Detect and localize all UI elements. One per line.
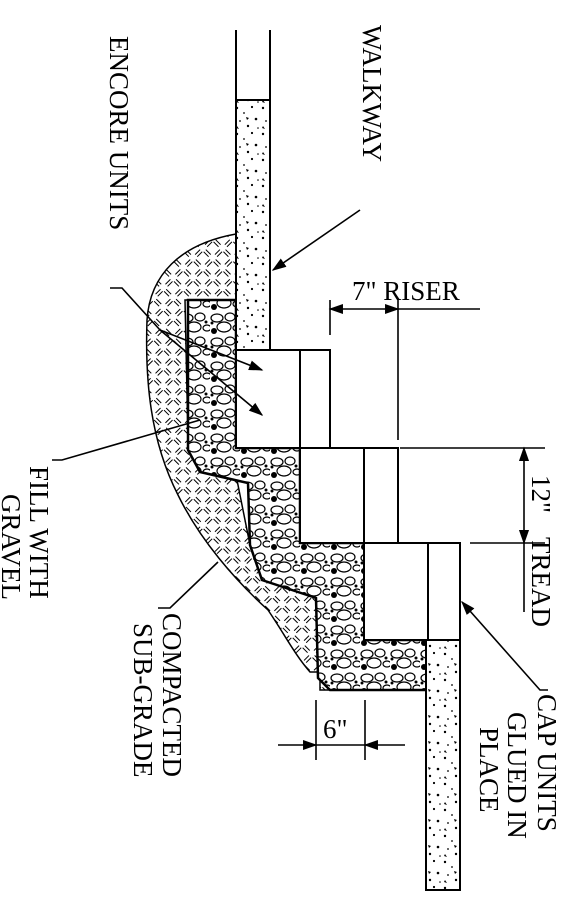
label-walkway: WALKWAY [357,25,387,162]
cap-unit-3 [427,542,461,641]
cap-unit-2 [363,447,399,544]
cap-unit-1 [299,349,331,449]
label-cap-line1: CAP UNITS [532,694,562,832]
label-compacted-line2: SUB-GRADE [128,623,158,778]
encore-unit-1 [235,349,301,449]
lower-walkway-slab [425,639,461,891]
label-cap-line3: PLACE [474,727,504,813]
label-six-inch: 6" [323,714,348,744]
label-riser: 7" RISER [352,276,460,306]
label-tread: TREAD [526,537,556,627]
encore-unit-3 [363,542,429,641]
label-encore-units: ENCORE UNITS [104,36,134,230]
label-compacted-line1: COMPACTED [157,613,187,777]
upper-walkway-slab [235,99,271,351]
encore-unit-2 [299,447,365,544]
step-units [235,349,461,641]
label-tread-dim: 12" [526,475,556,513]
label-fill-line2: GRAVEL [0,494,26,600]
label-fill-line1: FILL WITH [24,466,54,599]
label-cap-line2: GLUED IN [502,712,532,839]
